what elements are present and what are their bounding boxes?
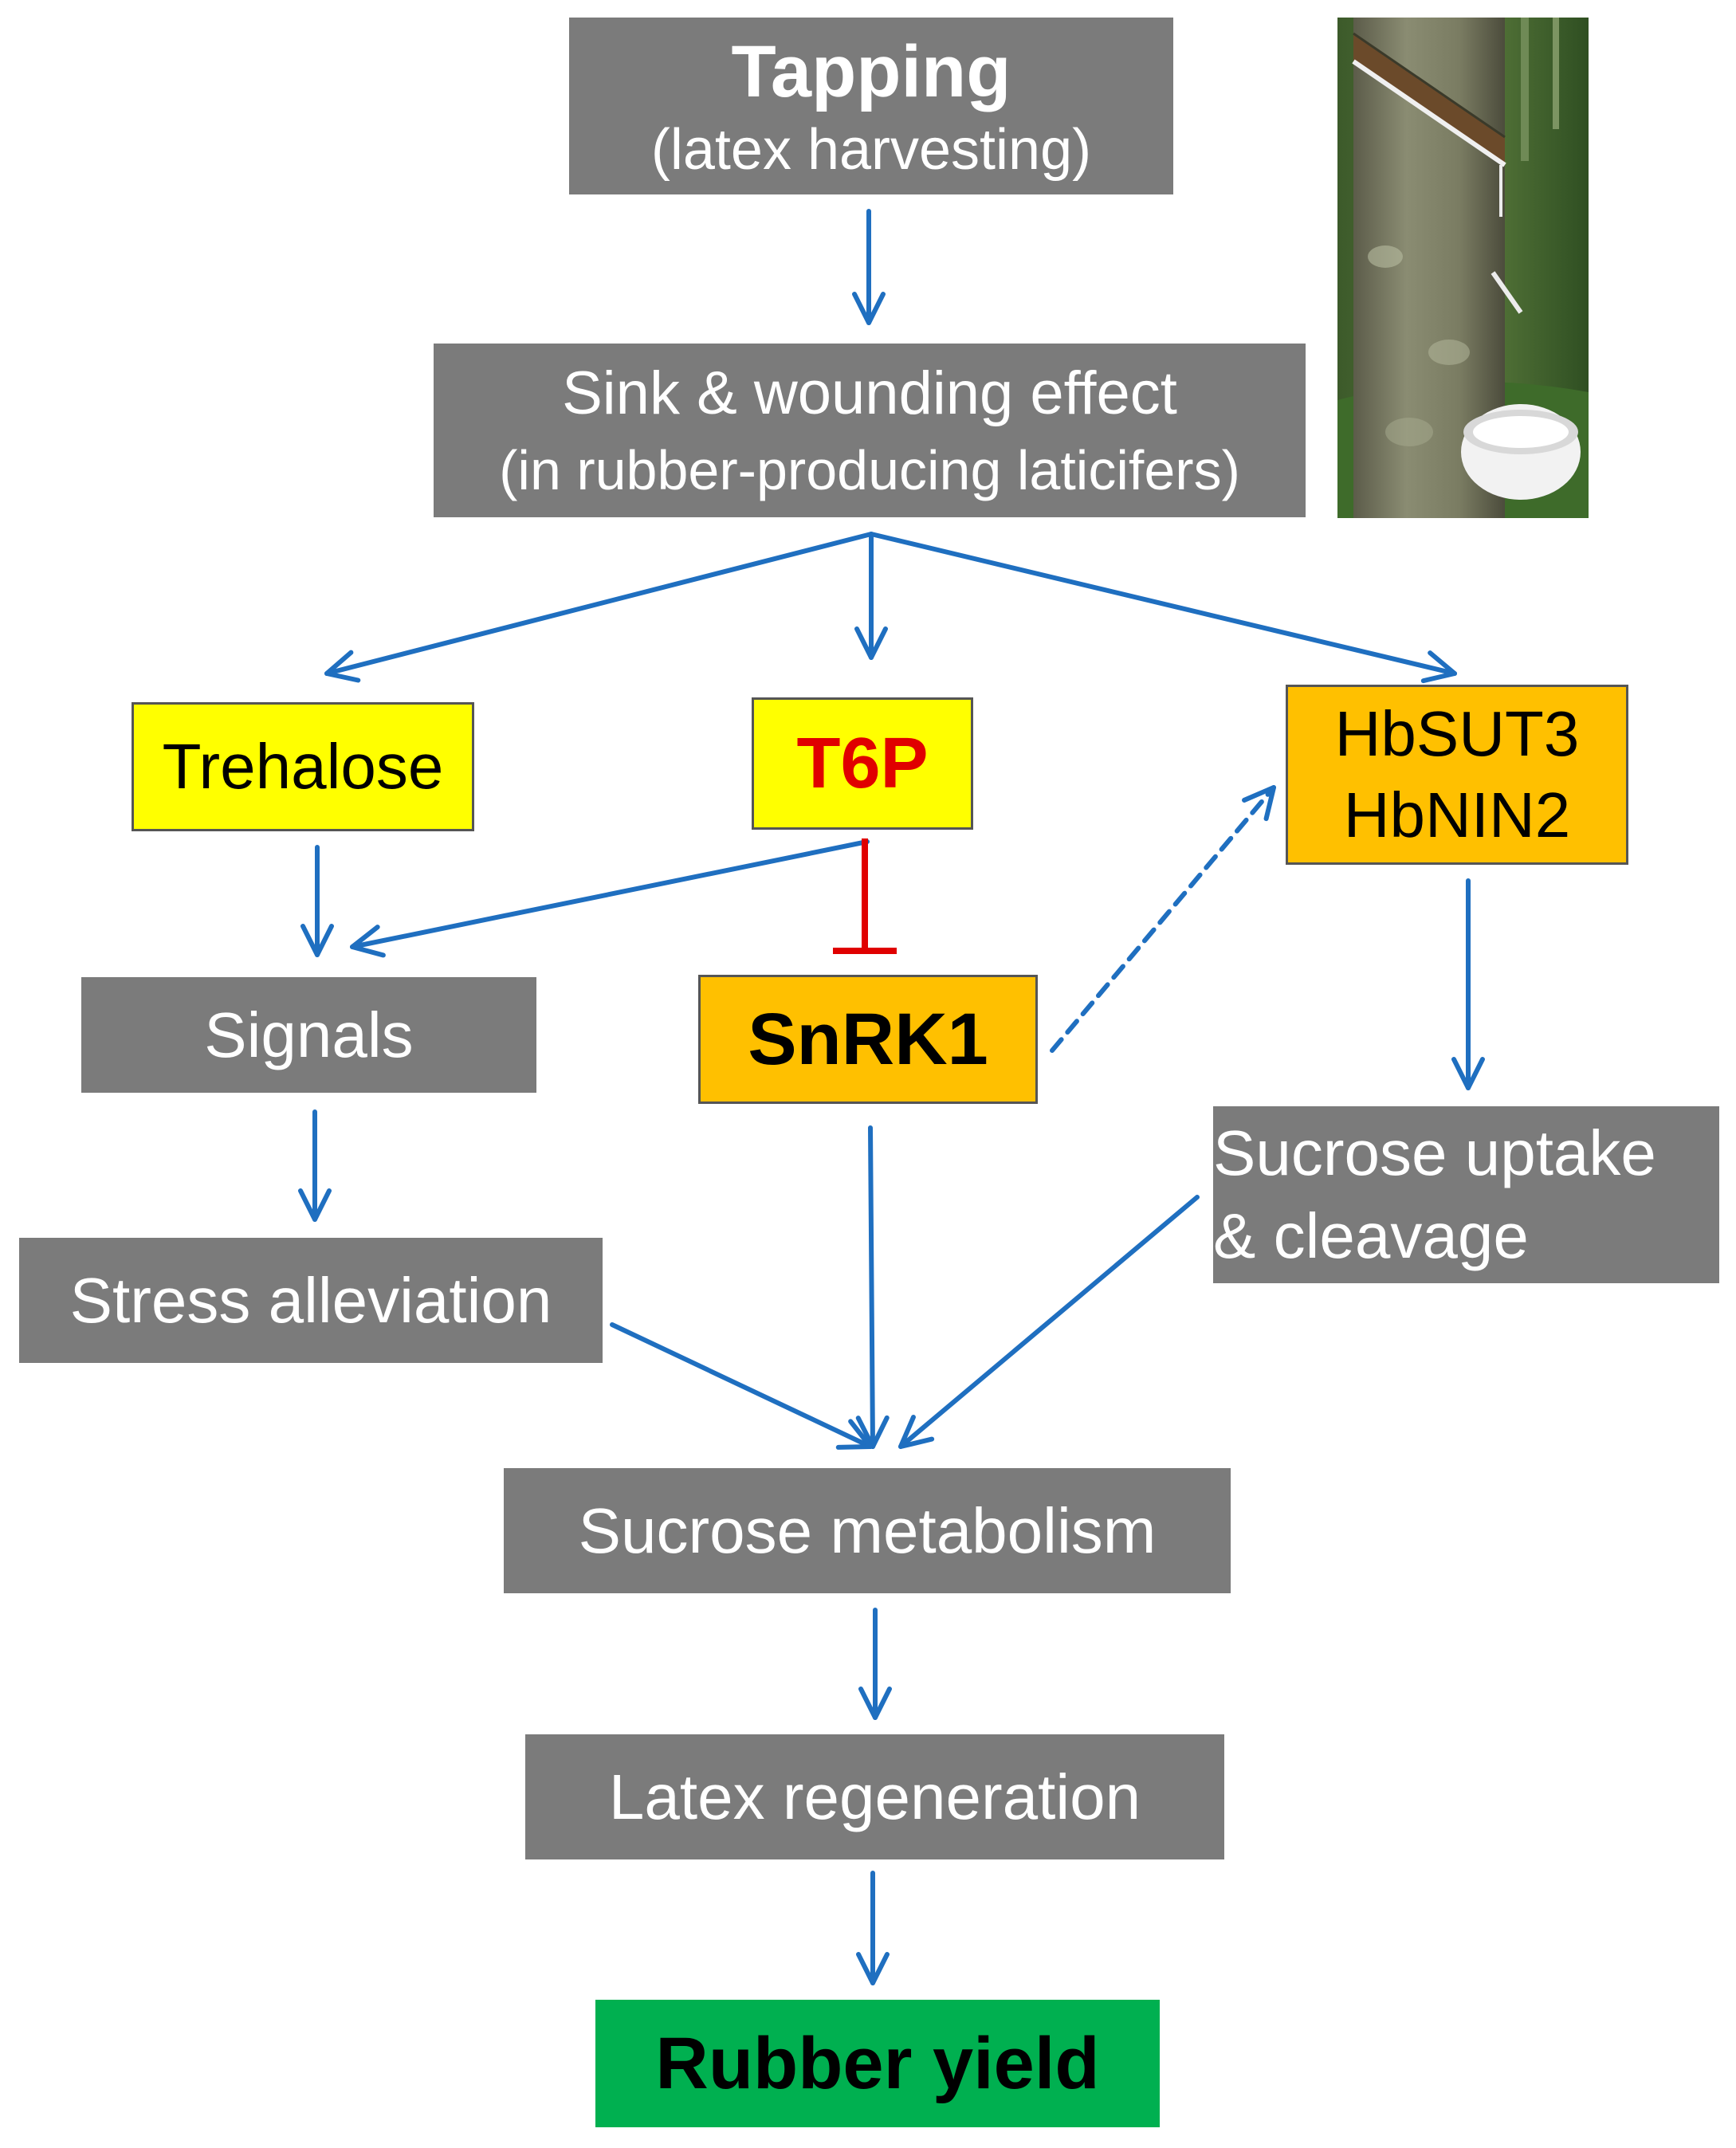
node-snrk1-label: SnRK1 [748,998,988,1080]
node-t6p: T6P [752,697,973,830]
node-sucrose-uptake: Sucrose uptake & cleavage [1213,1106,1719,1283]
arrow-sucrose-uptake-to-sucrose-metabolism [898,1195,1200,1449]
node-sucrose-metabolism: Sucrose metabolism [504,1468,1231,1593]
node-sucrose-uptake-line1: Sucrose uptake [1213,1117,1656,1188]
arrow-sink-to-hbsut3 [869,532,1457,684]
node-tapping: Tapping (latex harvesting) [569,18,1173,194]
arrow-t6p-to-signals [350,839,870,958]
node-sink-line2: (in rubber-producing laticifers) [499,438,1240,501]
node-hbsut3-label: HbSUT3 [1334,698,1580,769]
node-latex-regeneration-label: Latex regeneration [608,1761,1141,1832]
node-sink-line1: Sink & wounding effect [562,359,1177,428]
node-rubber-yield: Rubber yield [595,2000,1160,2127]
node-sucrose-uptake-line2: & cleavage [1213,1200,1529,1271]
node-sucrose-metabolism-label: Sucrose metabolism [578,1494,1157,1566]
node-snrk1: SnRK1 [698,975,1038,1104]
arrow-snrk1-to-sucrose-metabolism [855,1125,890,1449]
node-stress-alleviation-label: Stress alleviation [69,1264,552,1336]
node-tapping-subtitle: (latex harvesting) [650,118,1092,182]
node-hbnin2-label: HbNIN2 [1343,779,1571,850]
node-latex-regeneration: Latex regeneration [525,1734,1224,1859]
arrow-stress-to-sucrose-metabolism [610,1322,873,1450]
node-tapping-title: Tapping [731,30,1011,112]
node-trehalose-label: Trehalose [162,731,444,802]
node-t6p-label: T6P [796,724,929,803]
node-hbsut3-hbnin2: HbSUT3 HbNIN2 [1286,685,1628,865]
node-stress-alleviation: Stress alleviation [19,1238,603,1363]
node-signals-label: Signals [204,999,414,1070]
node-rubber-yield-label: Rubber yield [655,2022,1100,2104]
rubber-tree-tapping-photo-image [1337,18,1589,518]
node-signals: Signals [81,977,536,1093]
node-sink-wounding: Sink & wounding effect (in rubber-produc… [434,344,1306,517]
arrow-snrk1-to-hbsut3-dashed [1050,785,1276,1053]
arrow-sink-to-trehalose [324,532,874,683]
rubber-tree-tapping-photo [1337,18,1589,518]
node-trehalose: Trehalose [132,702,474,831]
